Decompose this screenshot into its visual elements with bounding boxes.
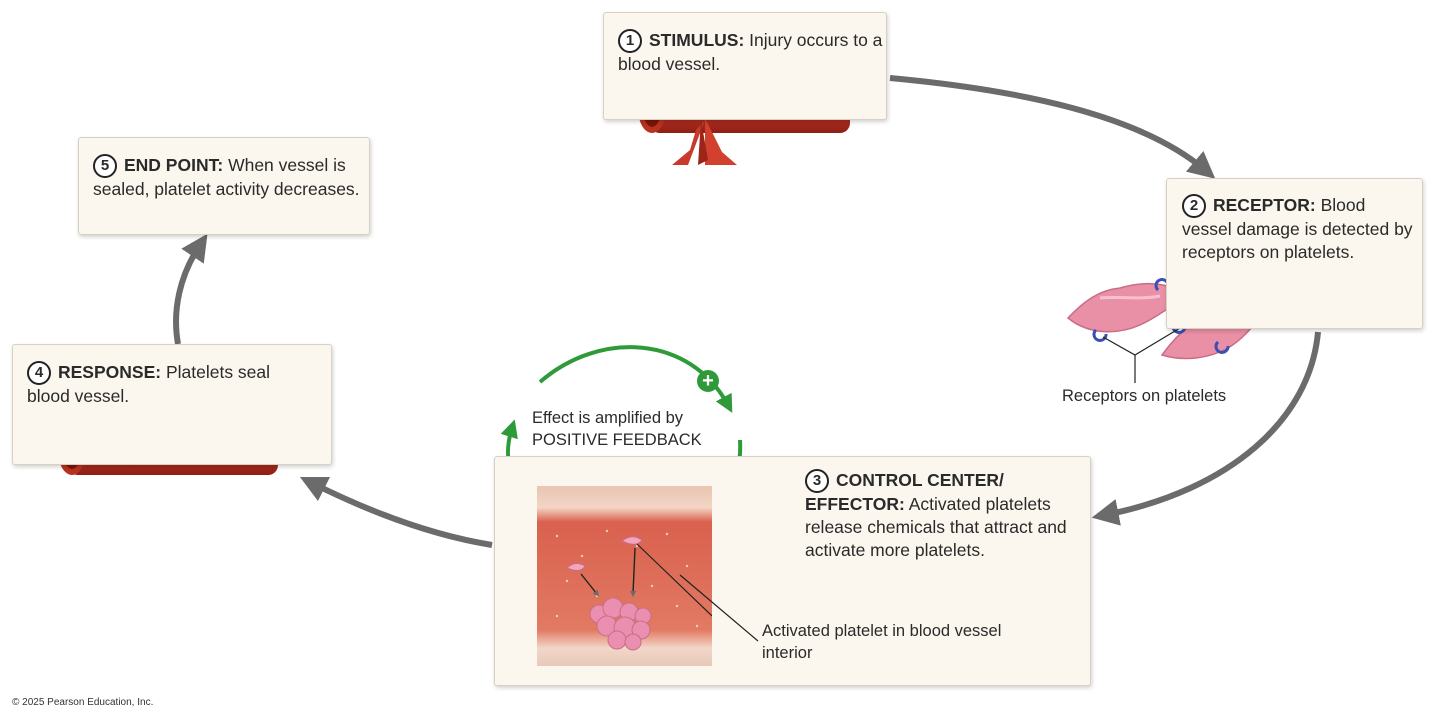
step-number-2: 2 (1182, 194, 1206, 218)
response-description: Platelets seal blood vessel. (27, 362, 271, 406)
activated-platelet-callout-line (679, 574, 759, 642)
endpoint-step: 5 END POINT: When vessel is sealed, plate… (93, 154, 363, 201)
vessel-interior-illustration (537, 486, 712, 666)
endpoint-label: END POINT: (124, 155, 224, 175)
copyright-notice: © 2025 Pearson Education, Inc. (12, 697, 154, 708)
arrow-stimulus-to-receptor (889, 75, 1216, 179)
endpoint-box (78, 137, 370, 235)
receptor-label: RECEPTOR: (1213, 195, 1316, 215)
plus-sign: + (702, 370, 714, 392)
positive-feedback-label: Effect is amplified by POSITIVE FEEDBACK (532, 407, 752, 451)
response-label: RESPONSE: (58, 362, 162, 382)
endpoint-description: When vessel is sealed, platelet activity… (93, 155, 360, 199)
step-number-3: 3 (805, 469, 829, 493)
arrow-control-to-response (299, 476, 493, 548)
control-center-description: Activated platelets release chemicals th… (805, 494, 1067, 560)
response-box (12, 344, 332, 465)
receptor-box (1166, 178, 1423, 329)
step-number-1: 1 (618, 29, 642, 53)
stimulus-box (603, 12, 887, 120)
activated-platelet-label: Activated platelet in blood vessel inter… (762, 622, 1002, 662)
receptor-step: 2 RECEPTOR: Blood vessel damage is detect… (1182, 194, 1417, 264)
receptors-on-platelets-label: Receptors on platelets (1062, 387, 1227, 405)
plus-icon (697, 370, 719, 392)
arrow-receptor-to-control (1091, 331, 1321, 526)
feedback-line-1: Effect is amplified by (532, 409, 684, 427)
arrow-response-to-endpoint (173, 233, 208, 345)
step-number-5: 5 (93, 154, 117, 178)
response-step: 4 RESPONSE: Platelets seal blood vessel. (27, 361, 317, 408)
control-center-label: CONTROL CENTER/ EFFECTOR: (805, 470, 1004, 514)
stimulus-step: 1 STIMULUS: Injury occurs to a blood vess… (618, 29, 883, 76)
stimulus-description: Injury occurs to a blood vessel. (618, 30, 883, 74)
step-number-4: 4 (27, 361, 51, 385)
receptor-description: Blood vessel damage is detected by recep… (1182, 195, 1413, 262)
feedback-line-2: POSITIVE FEEDBACK (532, 431, 702, 449)
stimulus-label: STIMULUS: (649, 30, 745, 50)
